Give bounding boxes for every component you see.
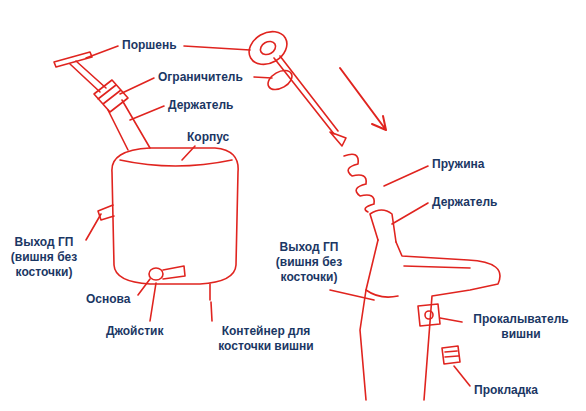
- piston-rod: [70, 61, 106, 92]
- part-label: Корпус: [187, 130, 229, 145]
- part-label: Поршень: [122, 38, 177, 53]
- part-label: Ограничитель: [158, 70, 243, 85]
- leader-line: [440, 318, 462, 322]
- part-label: Выход ГП (вишня без косточки): [4, 235, 84, 280]
- container-leg: [209, 284, 211, 300]
- body-rim: [120, 160, 232, 166]
- leader-line: [138, 279, 150, 295]
- joystick-lever: [163, 266, 185, 279]
- rod-tip: [330, 132, 346, 146]
- restrictor: [265, 67, 296, 94]
- part-label: Джойстик: [106, 324, 163, 339]
- holder-top: [370, 210, 396, 242]
- part-label: Держатель: [168, 98, 233, 113]
- direction-arrow: [340, 68, 386, 130]
- part-label: Держатель: [432, 195, 497, 210]
- leader-line: [454, 366, 470, 386]
- output-opening: [366, 290, 398, 297]
- leader-line: [150, 283, 156, 321]
- gasket: [442, 346, 460, 364]
- leader-line: [330, 290, 374, 300]
- holder-tube: [108, 100, 150, 150]
- joystick-knob: [149, 268, 163, 280]
- piston-disc-center: [258, 39, 278, 57]
- piercer-hole: [425, 311, 433, 319]
- spring: [344, 154, 374, 212]
- part-label: Прокалыватель вишни: [466, 312, 576, 342]
- output-spout: [98, 205, 114, 220]
- part-label: Основа: [86, 292, 130, 307]
- cherry-piercer: [418, 304, 440, 326]
- body-housing: [112, 148, 238, 284]
- leader-line: [211, 302, 212, 321]
- restrictor: [94, 80, 128, 112]
- part-label: Прокладка: [474, 383, 538, 398]
- leader-line: [130, 106, 164, 120]
- leader-line: [384, 166, 428, 186]
- part-label: Пружина: [432, 157, 484, 172]
- piston-handle: [54, 52, 92, 67]
- piston-rod: [274, 56, 338, 134]
- leader-line: [86, 214, 101, 240]
- leader-line: [182, 146, 195, 160]
- part-label: Контейнер для косточки вишни: [196, 324, 336, 354]
- part-label: Выход ГП (вишня без косточки): [268, 240, 350, 285]
- leader-line: [392, 203, 428, 224]
